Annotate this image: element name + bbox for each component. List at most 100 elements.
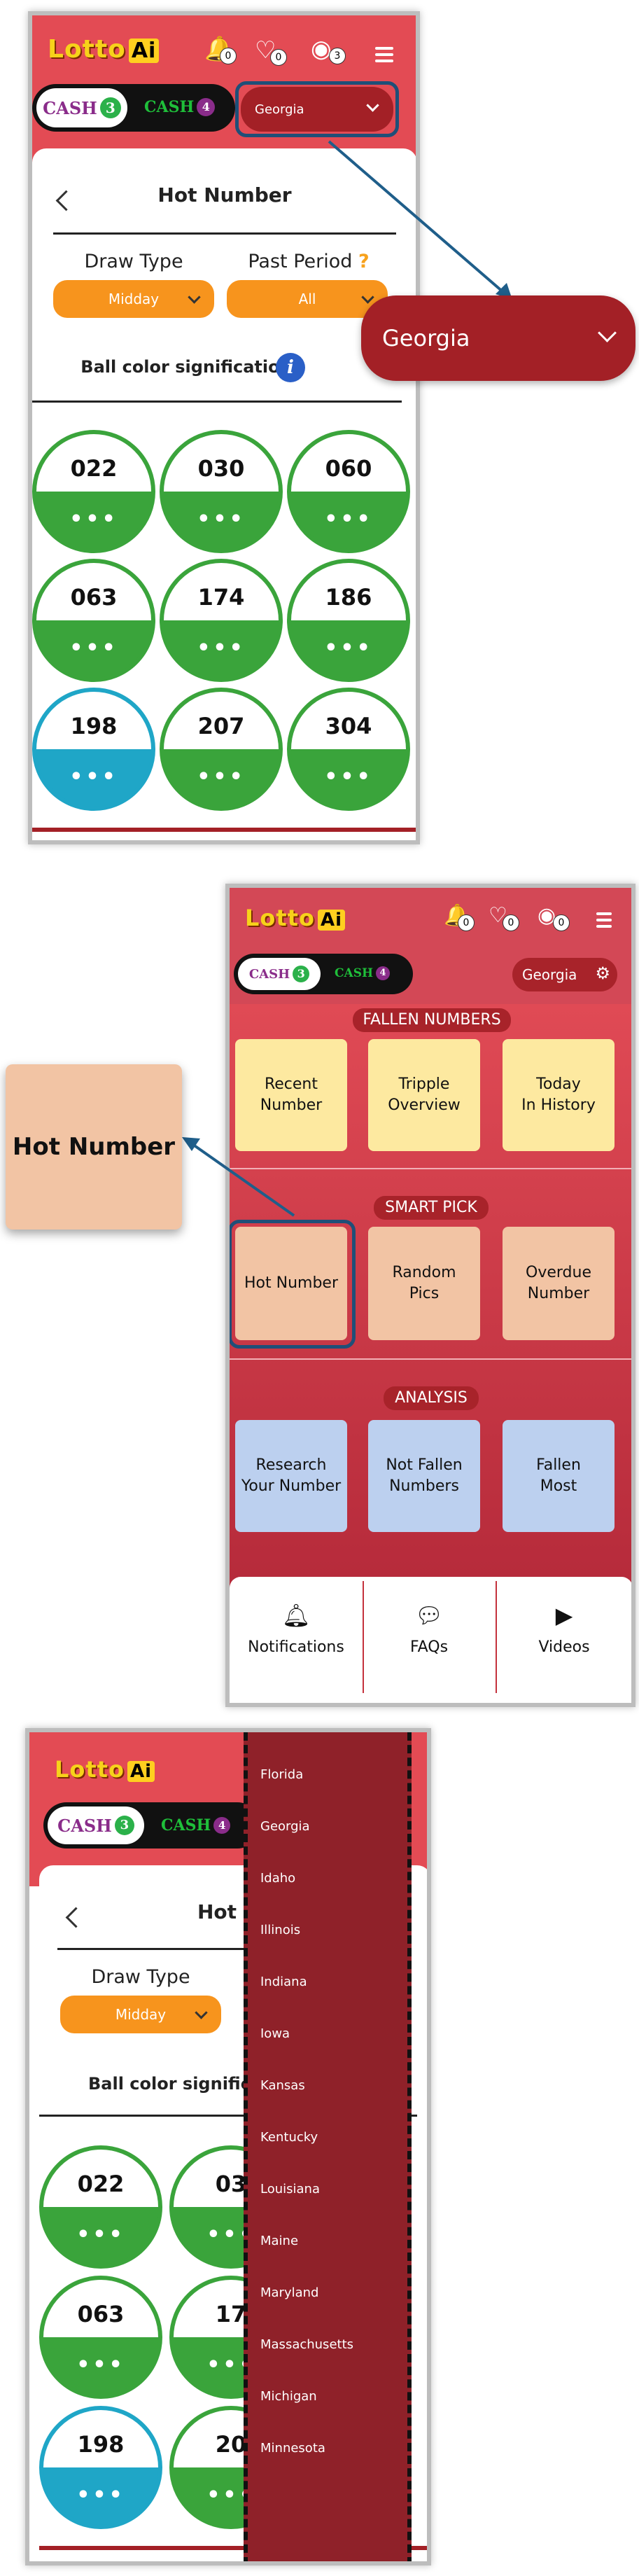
state-option[interactable]: Kansas bbox=[260, 2078, 305, 2093]
hot-ball[interactable]: 198••• bbox=[39, 2406, 162, 2529]
state-option[interactable]: Iowa bbox=[260, 2026, 290, 2041]
draw-type-dropdown[interactable]: Midday bbox=[60, 1996, 221, 2033]
hot-ball[interactable]: 174••• bbox=[160, 559, 283, 682]
state-option[interactable]: Maine bbox=[260, 2234, 299, 2248]
state-option[interactable]: Indiana bbox=[260, 1975, 307, 1989]
bell-icon: 🔔︎ bbox=[281, 1602, 311, 1629]
hot-number-highlight bbox=[230, 1220, 356, 1349]
state-dropdown-list[interactable] bbox=[244, 1732, 412, 2561]
past-period-dropdown[interactable]: All bbox=[227, 280, 388, 318]
section-title-smart-pick: SMART PICK bbox=[374, 1196, 489, 1220]
bottom-bar bbox=[39, 2546, 427, 2550]
chevron-down-icon bbox=[195, 2006, 208, 2019]
tile-research-your-number[interactable]: Research Your Number bbox=[235, 1420, 347, 1532]
bell-count-badge: 0 bbox=[220, 48, 237, 64]
draw-type-dropdown[interactable]: Midday bbox=[53, 280, 214, 318]
bell-count-badge: 0 bbox=[458, 914, 475, 931]
state-option[interactable]: Maryland bbox=[260, 2285, 319, 2300]
bottom-navigation bbox=[230, 1577, 631, 1703]
state-option[interactable]: Idaho bbox=[260, 1871, 296, 1886]
page-title: Hot Number bbox=[157, 183, 292, 207]
nav-separator bbox=[363, 1581, 364, 1693]
hot-ball[interactable]: 186••• bbox=[287, 559, 410, 682]
heart-count-badge: 0 bbox=[503, 914, 519, 931]
section-divider bbox=[32, 401, 402, 403]
nav-videos[interactable]: ▶︎ Videos bbox=[496, 1602, 631, 1656]
state-option[interactable]: Michigan bbox=[260, 2389, 317, 2404]
callout-arrow bbox=[182, 1137, 295, 1217]
callout-arrow bbox=[328, 140, 512, 300]
section-title-analysis: ANALYSIS bbox=[384, 1386, 479, 1410]
eye-icon[interactable]: ◉ bbox=[538, 903, 556, 928]
tile-fallen-most[interactable]: Fallen Most bbox=[503, 1420, 615, 1532]
state-option[interactable]: Minnesota bbox=[260, 2441, 325, 2456]
tile-today-in-history[interactable]: Today In History bbox=[503, 1039, 615, 1151]
state-callout: Georgia bbox=[361, 295, 636, 381]
menu-icon[interactable] bbox=[596, 909, 612, 931]
eye-count-badge: 3 bbox=[329, 48, 346, 64]
nav-notifications[interactable]: 🔔︎ Notifications bbox=[230, 1602, 363, 1656]
page-title: Hot bbox=[197, 1900, 237, 1923]
hot-ball[interactable]: 030••• bbox=[160, 430, 283, 553]
hot-ball[interactable]: 198••• bbox=[32, 688, 155, 811]
state-option[interactable]: Louisiana bbox=[260, 2182, 320, 2196]
menu-icon[interactable] bbox=[375, 43, 393, 66]
nav-faqs[interactable]: 💬︎ FAQs bbox=[363, 1602, 496, 1656]
past-period-label: Past Period ? bbox=[248, 251, 370, 272]
tile-recent-number[interactable]: Recent Number bbox=[235, 1039, 347, 1151]
draw-type-label: Draw Type bbox=[91, 1966, 190, 1988]
eye-icon[interactable]: ◉ bbox=[311, 35, 332, 63]
hot-ball[interactable]: 207••• bbox=[160, 688, 283, 811]
nav-separator bbox=[496, 1581, 497, 1693]
eye-count-badge: 0 bbox=[553, 914, 570, 931]
section-divider bbox=[230, 1168, 631, 1169]
tile-hot-number[interactable]: Hot Number bbox=[235, 1227, 347, 1340]
tile-not-fallen-numbers[interactable]: Not Fallen Numbers bbox=[368, 1420, 480, 1532]
hot-number-callout: Hot Number bbox=[6, 1064, 182, 1230]
draw-type-label: Draw Type bbox=[84, 251, 183, 272]
section-divider bbox=[39, 2115, 417, 2117]
state-selector-highlight bbox=[235, 81, 399, 137]
bottom-bar bbox=[32, 828, 416, 832]
ball-color-label: Ball color signification bbox=[80, 357, 292, 377]
heart-count-badge: 0 bbox=[270, 49, 287, 66]
hot-ball[interactable]: 022••• bbox=[32, 430, 155, 553]
state-option[interactable]: Illinois bbox=[260, 1923, 301, 1937]
hot-ball[interactable]: 063••• bbox=[32, 559, 155, 682]
title-divider bbox=[53, 232, 396, 235]
gear-icon[interactable]: ⚙ bbox=[595, 963, 610, 983]
state-option[interactable]: Massachusetts bbox=[260, 2337, 354, 2352]
state-selector[interactable]: Georgia bbox=[241, 87, 393, 132]
section-divider bbox=[230, 1358, 631, 1360]
tile-random-pics[interactable]: Random Pics bbox=[368, 1227, 480, 1340]
title-divider bbox=[57, 1948, 407, 1950]
state-option[interactable]: Kentucky bbox=[260, 2130, 318, 2145]
hot-ball[interactable]: 304••• bbox=[287, 688, 410, 811]
info-icon[interactable]: i bbox=[276, 353, 305, 382]
state-option[interactable]: Georgia bbox=[260, 1819, 310, 1834]
section-title-fallen-numbers: FALLEN NUMBERS bbox=[353, 1008, 511, 1032]
ball-color-label: Ball color signific bbox=[88, 2074, 251, 2094]
hot-ball[interactable]: 063••• bbox=[39, 2276, 162, 2399]
tile-overdue-number[interactable]: Overdue Number bbox=[503, 1227, 615, 1340]
help-icon[interactable]: ? bbox=[358, 251, 370, 272]
chevron-down-icon bbox=[598, 323, 617, 342]
tile-tripple-overview[interactable]: Tripple Overview bbox=[368, 1039, 480, 1151]
state-option[interactable]: Florida bbox=[260, 1767, 304, 1782]
state-selector[interactable]: Georgia ⚙ bbox=[512, 958, 617, 991]
video-icon: ▶︎ bbox=[555, 1602, 573, 1629]
hot-ball[interactable]: 022••• bbox=[39, 2145, 162, 2269]
hot-ball[interactable]: 060••• bbox=[287, 430, 410, 553]
